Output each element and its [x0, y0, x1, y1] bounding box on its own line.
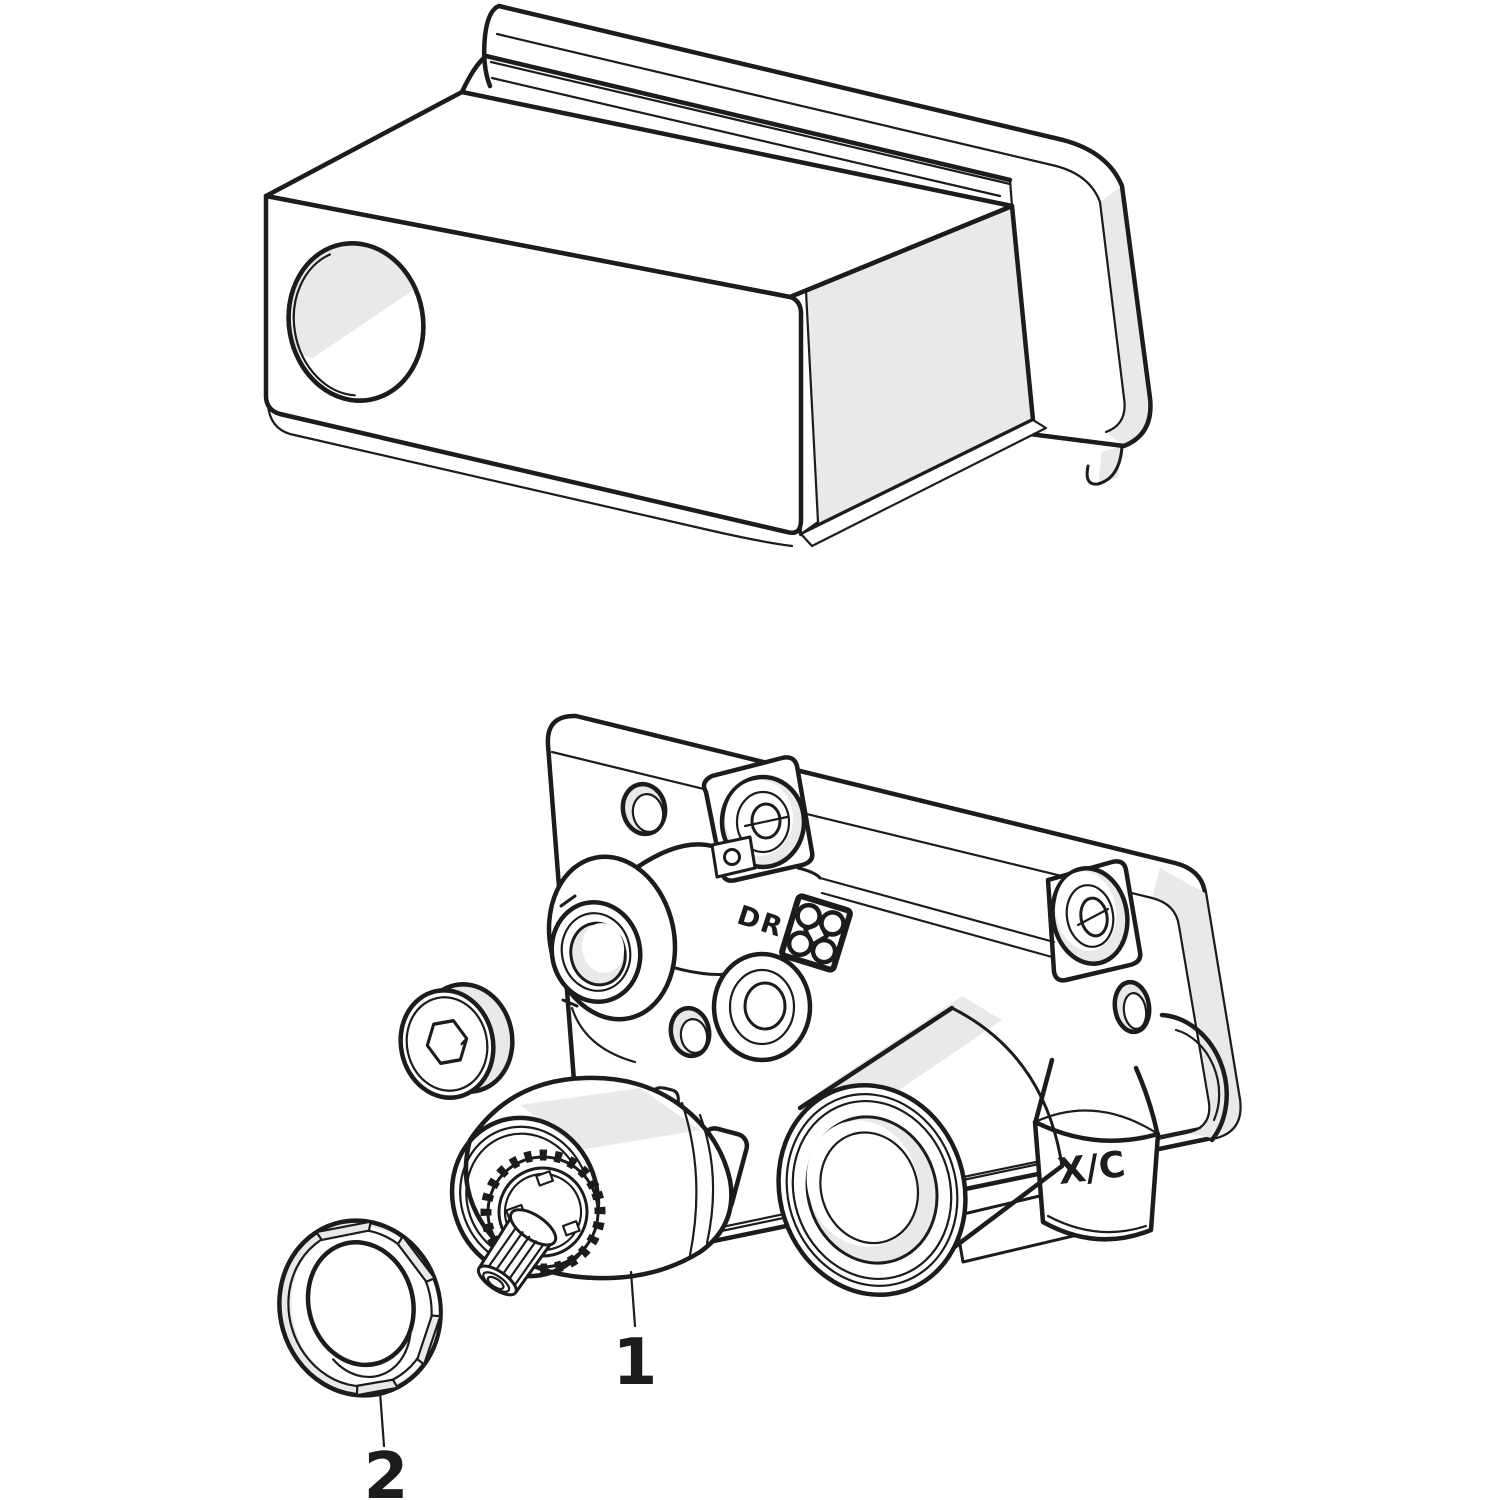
- hex-socket: [425, 1018, 469, 1066]
- cartridge-illustration: [449, 1075, 750, 1297]
- screw-boss-lower: [711, 951, 813, 1063]
- protective-cover-illustration: [263, 3, 1153, 548]
- cover-box-front: [263, 193, 804, 548]
- xc-mark-text: X/C: [1056, 1144, 1128, 1193]
- hex-plug-illustration: [398, 982, 515, 1100]
- cover-opening: [276, 232, 426, 403]
- down-elbow-cylinder: X/C: [1032, 1057, 1161, 1242]
- leader-line-1: [629, 1270, 637, 1328]
- plate-hole-lower-left: [668, 1005, 712, 1059]
- plate-hole-upper-left: [620, 781, 668, 837]
- center-port: [776, 996, 1065, 1297]
- part-label-1: 1: [613, 1326, 658, 1400]
- callout-1: 1: [613, 1270, 658, 1400]
- left-port: [546, 854, 678, 1064]
- callout-2: 2: [364, 1390, 409, 1500]
- maker-logo-icon: [779, 893, 853, 973]
- cover-flange: [481, 3, 1153, 486]
- plate-hole-right: [1112, 979, 1152, 1035]
- outlet-engraving: X/C: [1056, 1144, 1128, 1193]
- right-outlet: X/C: [953, 1012, 1229, 1264]
- mounting-plate: [545, 713, 1242, 1264]
- part-label-2: 2: [364, 1440, 409, 1500]
- cartridge-stem: [476, 1208, 558, 1297]
- retaining-ring-illustration: [277, 1218, 443, 1398]
- screw-boss-upper: [701, 755, 815, 883]
- screw-boss-right: [1045, 859, 1143, 983]
- leader-line-2: [378, 1390, 386, 1448]
- valve-body-illustration: DR X/C: [545, 713, 1242, 1297]
